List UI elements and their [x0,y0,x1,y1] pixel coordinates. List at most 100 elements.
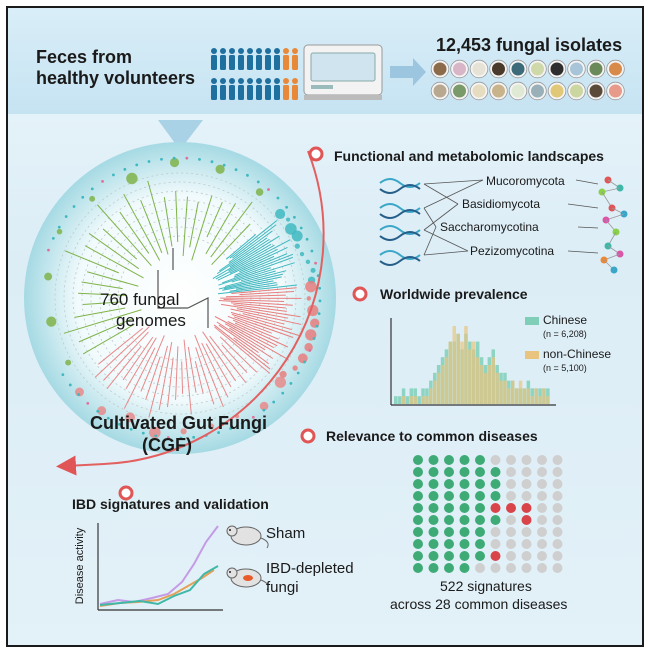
disease-dot [521,503,532,513]
tree-outer-dot [72,205,76,208]
tree-bubble [285,217,291,222]
tree-outer-dot [256,180,260,184]
cgf-name-line2: (CGF) [142,435,192,455]
disease-dot [521,551,532,561]
tree-branch [191,195,213,261]
person-icon [247,55,253,70]
disease-dot [444,563,454,573]
hist-bar-non-chinese [495,372,499,404]
hist-bar-non-chinese [542,388,546,404]
hist-bar-non-chinese [444,357,449,404]
tree-outer-dot [315,324,319,328]
hist-bar-non-chinese [522,388,527,404]
taxa-links [423,179,599,256]
tree-branch [232,319,279,340]
dna-icons [379,178,421,266]
tree-outer-dot [185,156,189,160]
tree-bubble [297,353,308,364]
disease-dot [552,467,563,477]
disease-dot [490,503,501,513]
disease-dot [552,455,563,465]
disease-dot [537,455,547,465]
petri-dish-icon [531,62,544,76]
tree-outer-dot [179,436,183,440]
person-icon [283,85,289,100]
tree-outer-dot [68,383,72,387]
tree-core [157,248,209,328]
disease-dot [475,467,485,477]
tree-outer-dot [141,431,145,435]
person-icon [220,48,226,54]
source-label-line1: Feces from [36,47,133,67]
person-icon [211,78,217,84]
tree-branch [210,201,253,258]
petri-dish-icon [472,62,486,76]
tree-branch [81,281,123,290]
petri-dish-icon [570,62,583,76]
tree-outer-dot [96,409,100,413]
hist-bar-non-chinese [460,341,464,404]
tree-outer-dot [166,436,170,439]
hist-bar-chinese [417,396,421,404]
tree-branch [201,342,229,398]
source-label-line2: healthy volunteers [36,68,196,88]
tree-branch [226,294,286,298]
tree-outer-dot [118,422,121,426]
disease-dot [475,563,485,573]
tree-branch [78,292,128,297]
tree-outer-dot [318,299,322,303]
person-icon [220,85,226,100]
person-icon [211,48,217,54]
disease-dot [490,467,501,477]
molecule-atom-icon [610,266,618,274]
disease-dot [552,527,563,537]
hist-bar-non-chinese [534,388,538,404]
hist-bar-non-chinese [487,365,492,404]
disease-dot [552,563,563,573]
tree-bubble [44,272,53,281]
tree-branch [194,361,204,394]
tree-branch [205,343,232,388]
tree-ring [54,172,306,424]
phylogenetic-tree [44,156,322,440]
tree-bubble [56,228,63,235]
disease-dot [444,455,454,465]
tree-bubble [274,376,287,388]
ibd-depleted-label-line2: fungi [266,579,299,596]
tree-outer-dot [229,427,233,430]
tree-bubble [180,428,187,435]
petri-dish-icon [511,62,525,76]
tree-branch [123,193,161,261]
hist-bar-non-chinese [507,388,511,404]
disease-dot [537,539,547,549]
disease-dot [413,539,423,549]
tree-branch [82,323,135,355]
tree-branch [63,309,142,334]
person-icon [220,55,226,70]
tree-outer-dot [129,427,133,431]
tree-branch [228,230,273,263]
petri-dish-icon [550,84,564,98]
tree-outer-dot [251,415,255,419]
tree-branch [86,271,139,287]
tree-branch [123,347,156,409]
tree-branch [231,313,300,336]
disease-dot [552,551,563,561]
tree-bubble [310,267,316,273]
diseases-title: Relevance to common diseases [326,428,538,444]
tree-branch [214,316,274,349]
disease-dot [506,515,516,525]
tree-branch [227,315,272,334]
disease-dot [475,515,485,525]
tree-outer-dot [308,349,312,352]
step-marker-icon [300,428,316,444]
disease-dot [444,491,454,501]
disease-dot [506,503,516,513]
tree-outer-dot [86,401,90,405]
tree-outer-dot [262,408,266,412]
ibd-depleted-label-line1: IBD-depleted [266,560,354,577]
tree-bubble [294,243,300,249]
tree-branch [98,327,144,365]
tree-bubble [299,251,305,257]
disease-dot [490,479,501,489]
